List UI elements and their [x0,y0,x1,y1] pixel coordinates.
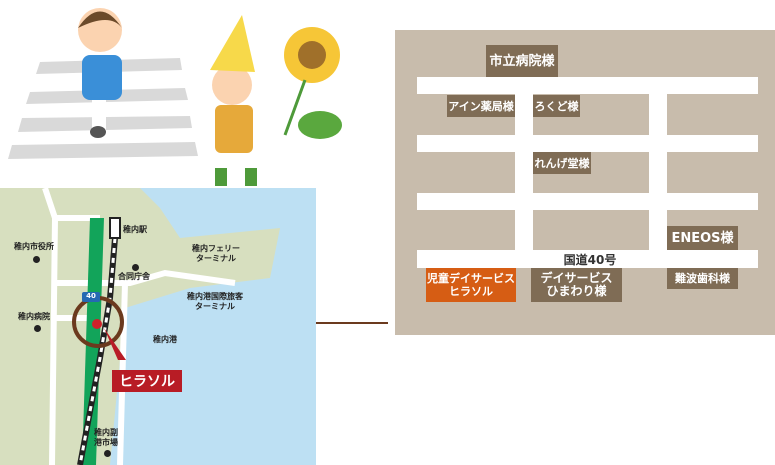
market-label: 稚内副 港市場 [94,428,118,447]
hospital-marker [34,325,41,332]
dental-label: 難波歯科様 [667,268,738,289]
hirasol-marker-label: ヒラソル [112,370,182,392]
market-marker [104,450,111,457]
route-40-label: 国道40号 [563,253,617,267]
road [417,193,758,210]
area-map: 40 稚内駅 稚内市役所 稚内フェリー ターミナル 合同庁舎 稚内港国際旅客 タ… [0,188,316,465]
pharmacy-label: アイン薬局様 [447,95,515,117]
children-illustration [8,8,342,186]
city-hall-marker [33,256,40,263]
hirasol-label: 児童デイサービス ヒラソル [426,268,516,302]
route-40-road [417,250,758,268]
city-hall-label: 稚内市役所 [14,242,54,251]
port-label: 稚内港 [153,335,177,344]
himawari-label: デイサービス ひまわり様 [531,268,622,302]
station-label: 稚内駅 [123,225,147,234]
road [515,94,533,250]
route-40-shield: 40 [82,292,100,302]
detail-map: 市立病院様 アイン薬局様 ろくど様 れんげ堂様 ENEOS様 国道40号 児童デ… [395,30,775,335]
eneos-label: ENEOS様 [667,226,738,250]
ferry-terminal-label: 稚内フェリー ターミナル [192,244,240,263]
rokudo-label: ろくど様 [533,95,580,117]
intl-terminal-label: 稚内港国際旅客 ターミナル [187,292,243,311]
rengedo-label: れんげ堂様 [533,152,591,174]
road [417,135,758,152]
hospital-label: 市立病院様 [486,45,558,77]
gov-building-marker [132,264,139,271]
road [417,77,758,94]
hospital-label: 稚内病院 [18,312,50,321]
gov-building-label: 合同庁舎 [118,272,150,281]
area-map-shapes [42,188,316,465]
road [649,94,667,250]
